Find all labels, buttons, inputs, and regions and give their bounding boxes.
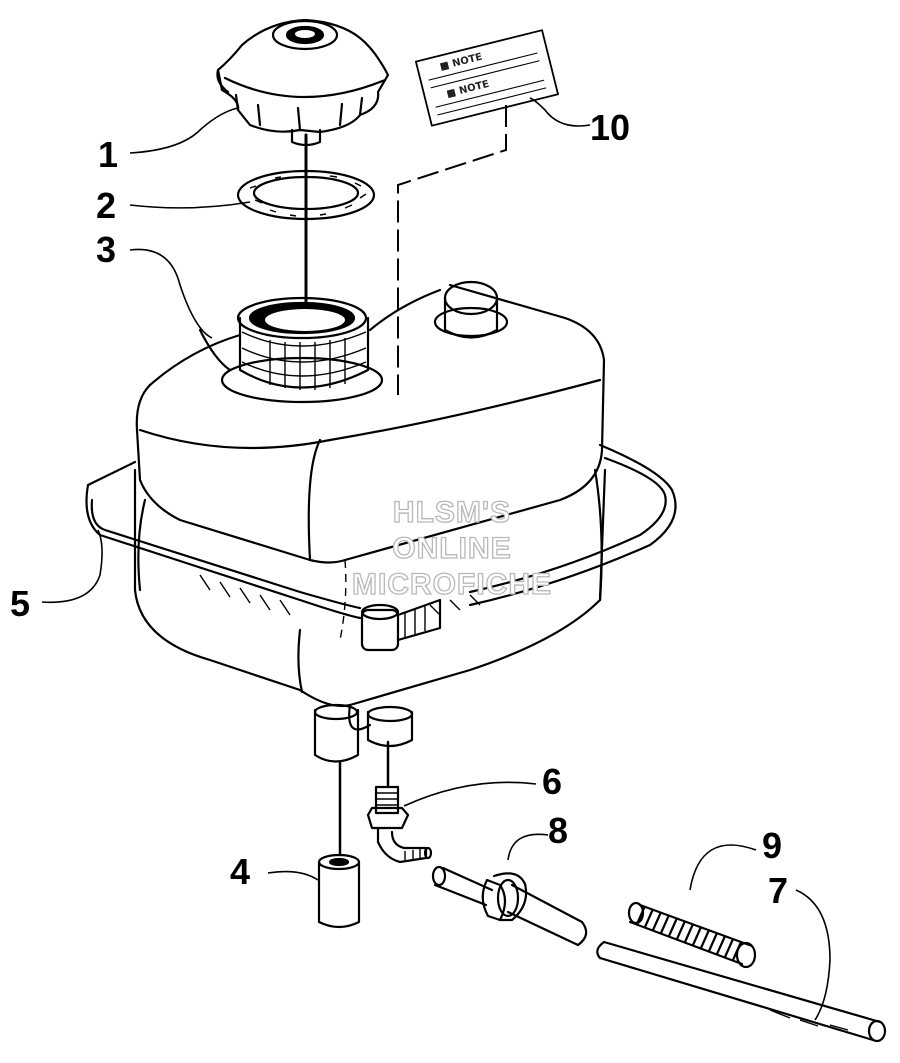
watermark-line-1: HLSM'S [393, 496, 511, 529]
note-heading-2: ■ NOTE [445, 79, 490, 100]
callout-7: 7 [768, 870, 788, 911]
callout-4: 4 [230, 851, 250, 892]
watermark-line-2: ONLINE [392, 532, 511, 565]
gasket [236, 169, 376, 221]
strap [85, 443, 677, 652]
cap [216, 18, 390, 147]
callout-8: 8 [548, 810, 568, 851]
callout-6: 6 [542, 761, 562, 802]
callout-10: 10 [590, 107, 630, 148]
callout-1: 1 [98, 134, 118, 175]
hose-assembly [431, 865, 887, 1043]
callout-labels: 1 2 3 4 5 6 7 8 9 10 [10, 107, 788, 911]
callout-5: 5 [10, 583, 30, 624]
plug [317, 853, 361, 929]
watermark-line-3: MICROFICHE [352, 568, 552, 601]
fitting [366, 785, 433, 864]
callout-2: 2 [96, 185, 116, 226]
callout-leaders [41, 97, 831, 1021]
assembly-lines [304, 105, 507, 857]
tank [133, 280, 607, 763]
callout-3: 3 [96, 229, 116, 270]
callout-9: 9 [762, 825, 782, 866]
spring [627, 901, 757, 969]
watermark: HLSM'S ONLINE MICROFICHE [351, 495, 552, 601]
note-label: ■ NOTE ■ NOTE [415, 29, 559, 127]
